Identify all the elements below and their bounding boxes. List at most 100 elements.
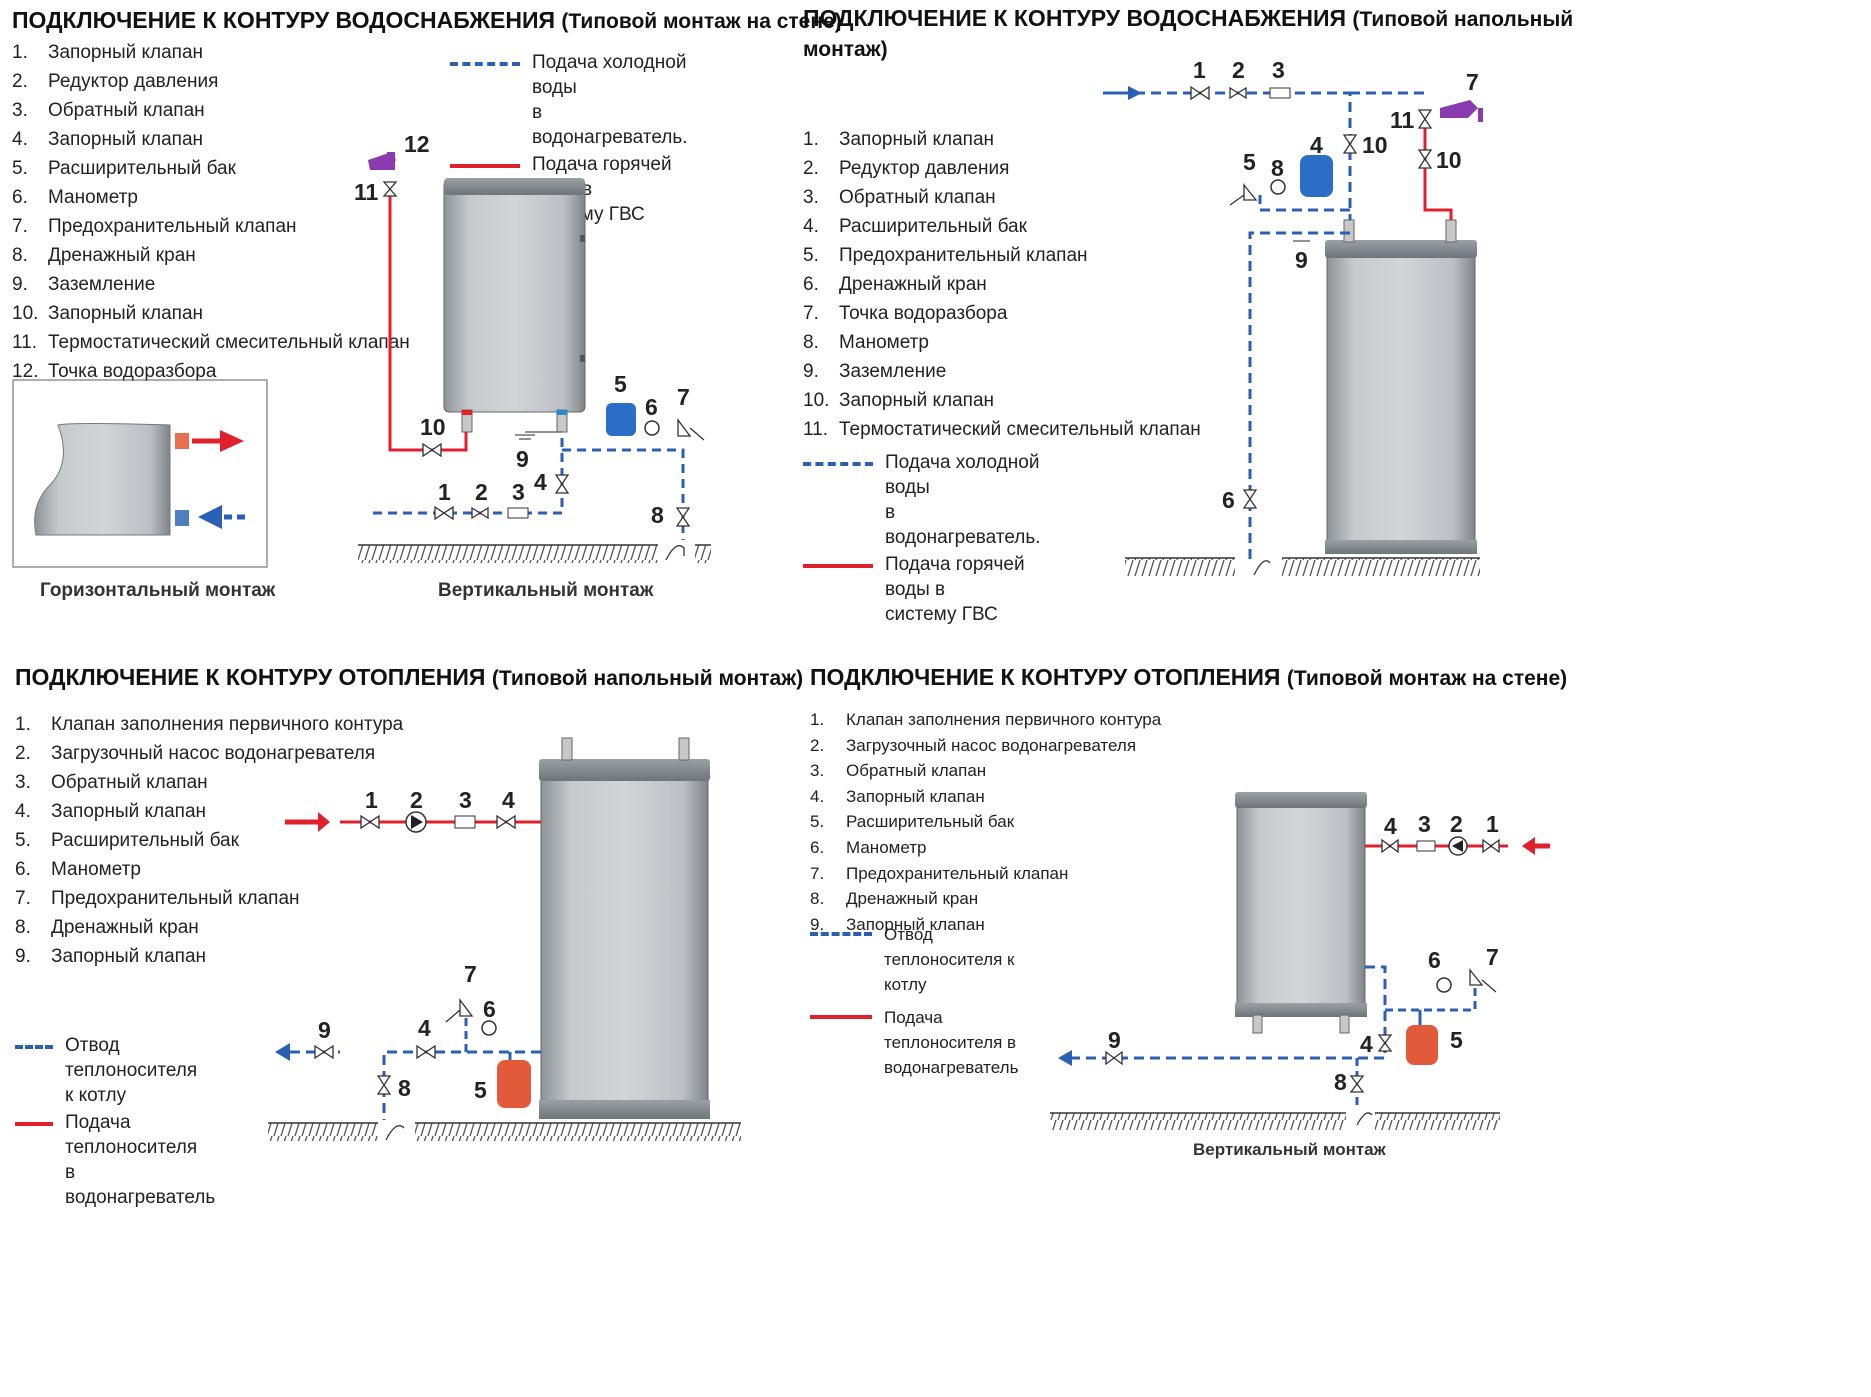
tank-bracket xyxy=(580,235,585,242)
list-item-number: 9. xyxy=(803,361,819,382)
valve-icon xyxy=(416,1044,436,1060)
list-item: 11.Термостатический смесительный клапан xyxy=(12,328,410,357)
floor xyxy=(268,1123,378,1141)
valve-icon xyxy=(1377,1034,1393,1052)
list-item-label: Запорный клапан xyxy=(51,801,207,822)
list-item-number: 12. xyxy=(12,361,39,382)
list-item-label: Дренажный кран xyxy=(48,245,196,266)
panel-title: ПОДКЛЮЧЕНИЕ К КОНТУРУ ВОДОСНАБЖЕНИЯ (Тип… xyxy=(803,5,1574,61)
label-2: 2 xyxy=(1450,811,1463,837)
list-item-number: 7. xyxy=(810,863,825,883)
panel-title: ПОДКЛЮЧЕНИЕ К КОНТУРУ ОТОПЛЕНИЯ (Типовой… xyxy=(810,664,1568,690)
list-item: 1.Клапан заполнения первичного контура xyxy=(810,707,1161,733)
list-item: 2.Редуктор давления xyxy=(12,67,410,96)
faucet-body xyxy=(387,152,395,170)
label-8: 8 xyxy=(1334,1069,1347,1095)
list-item-label: Дренажный кран xyxy=(51,917,199,938)
supply-arrow-icon xyxy=(318,812,330,832)
reducer-icon xyxy=(471,506,489,520)
valve-icon xyxy=(1349,1075,1365,1093)
reducer-icon xyxy=(1229,86,1247,100)
list-item-label: Клапан заполнения первичного контура xyxy=(846,710,1162,729)
line-legend: Отвод теплоносителя к котлу Подача тепло… xyxy=(15,1033,215,1212)
list-item: 3.Обратный клапан xyxy=(810,758,1161,784)
label-1: 1 xyxy=(365,787,378,813)
expansion-tank xyxy=(1300,155,1333,197)
label-12: 12 xyxy=(404,131,430,157)
safety-valve-icon xyxy=(1469,968,1497,993)
label-2: 2 xyxy=(475,479,488,505)
safety-valve-icon xyxy=(445,998,474,1023)
manometer-icon xyxy=(1436,977,1452,993)
list-item-number: 7. xyxy=(15,888,31,909)
list-item: 12.Точка водоразбора xyxy=(12,357,410,386)
list-item: 5.Расширительный бак xyxy=(12,154,410,183)
faucet-icon xyxy=(1440,100,1478,118)
list-item: 1.Клапан заполнения первичного контура xyxy=(15,710,403,739)
label-6: 6 xyxy=(645,394,658,420)
list-item: 5. Предохранительный клапан xyxy=(803,241,1201,270)
list-item-number: 10. xyxy=(803,390,830,411)
legend-cold-text: Отвод теплоносителя к котлу xyxy=(884,925,1015,994)
list-item: 8.Дренажный кран xyxy=(15,913,403,942)
list-item: 7.Предохранительный клапан xyxy=(15,884,403,913)
list-item-label: Термостатический смесительный клапан xyxy=(48,332,410,353)
drain-pipe xyxy=(1248,231,1350,560)
list-item-label: Запорный клапан xyxy=(48,42,204,63)
list-item-number: 8. xyxy=(803,332,819,353)
expansion-tank xyxy=(497,1060,531,1108)
list-item-number: 6. xyxy=(810,837,825,857)
hot-outlet-marker xyxy=(462,410,472,415)
tank-base xyxy=(539,1100,710,1119)
list-item-number: 2. xyxy=(803,158,819,179)
return-pipe xyxy=(382,1050,541,1120)
list-item-label: Расширительный бак xyxy=(48,158,236,179)
list-item-label: Запорный клапан xyxy=(846,786,985,806)
manometer-icon xyxy=(1270,179,1286,195)
label-6: 6 xyxy=(1428,947,1441,973)
return-arrow-icon xyxy=(275,1043,290,1061)
tank-top-cap xyxy=(539,759,710,781)
drain-icon xyxy=(665,545,685,561)
caption-horizontal: Горизонтальный монтаж xyxy=(40,580,276,601)
list-item-number: 5. xyxy=(803,245,819,266)
list-item-number: 8. xyxy=(810,889,825,909)
valve-icon xyxy=(360,814,380,830)
list-item-number: 6. xyxy=(803,274,819,295)
label-2: 2 xyxy=(1232,57,1245,83)
drain-icon xyxy=(385,1125,405,1141)
drain-icon xyxy=(1356,1112,1373,1126)
cold-line-sample xyxy=(803,462,873,466)
label-2: 2 xyxy=(410,787,423,813)
label-8: 8 xyxy=(651,502,664,528)
label-4: 4 xyxy=(502,787,515,813)
list-item-label: Запорный клапан xyxy=(846,914,985,934)
label-8: 8 xyxy=(398,1075,411,1101)
label-4: 4 xyxy=(534,469,547,495)
label-1: 1 xyxy=(438,479,451,505)
list-item-label: Загрузочный насос водонагревателя xyxy=(51,743,376,764)
heating-wall-diagram: 4 3 2 1 6 7 5 4 9 8 xyxy=(1050,792,1550,1130)
cold-branch-pipe xyxy=(562,448,685,540)
list-item: 4.Запорный клапан xyxy=(810,784,1161,810)
valve-icon xyxy=(1417,149,1433,169)
label-4: 4 xyxy=(418,1015,431,1041)
floor-mount-diagram: 1 2 3 7 11 10 10 4 5 8 9 6 xyxy=(1103,57,1483,576)
tank-top-cap xyxy=(444,178,585,195)
list-item-label: Обратный клапан xyxy=(48,100,205,121)
valve-icon xyxy=(1381,838,1399,854)
water-heater-tank xyxy=(1326,242,1476,554)
list-item-label: Точка водоразбора xyxy=(839,303,1008,324)
legend-hot-text: Подача теплоносителя в водонагреватель xyxy=(884,1008,1019,1077)
horizontal-mount-inset xyxy=(12,379,268,568)
list-item-label: Заземление xyxy=(48,274,156,295)
list-item-number: 2. xyxy=(15,743,31,764)
return-arrow-icon xyxy=(1058,1050,1072,1066)
label-3: 3 xyxy=(512,479,525,505)
list-item-number: 1. xyxy=(15,714,31,735)
list-item-label: Предохранительный клапан xyxy=(839,245,1088,266)
drain-icon xyxy=(1253,560,1271,576)
